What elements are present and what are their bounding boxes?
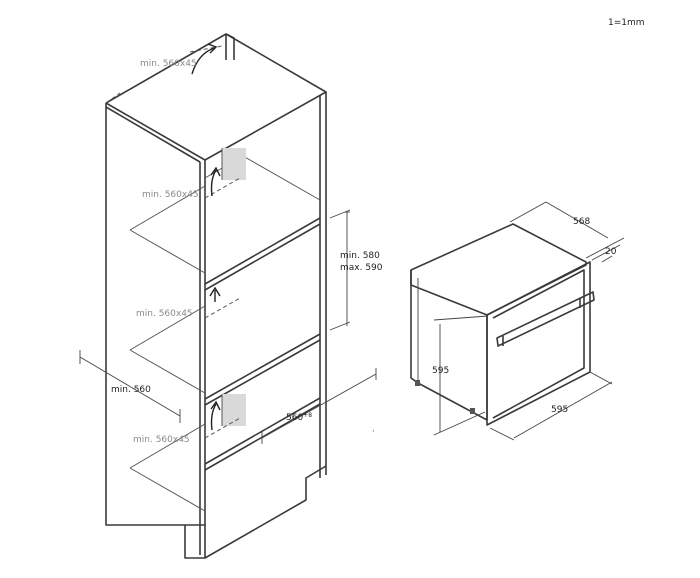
oven-height-dimension xyxy=(433,315,489,436)
vent-opening-lower xyxy=(222,394,246,426)
built-in-oven xyxy=(410,223,595,426)
airflow-arrow-top xyxy=(191,47,215,75)
niche-depth-label: min. 560 xyxy=(111,385,151,395)
airflow-arrow-lower xyxy=(210,403,217,431)
niche-height-dimension xyxy=(329,209,351,331)
niche-width-label: 560+8 xyxy=(286,412,312,423)
scale-note: 1=1mm xyxy=(608,18,645,28)
shelf-upper-front xyxy=(204,223,321,291)
vent-label-middle: min. 560x45 xyxy=(136,309,193,319)
vent-label-bottom: min. 560x45 xyxy=(133,435,190,445)
door-thickness-label: 20 xyxy=(605,247,617,257)
tall-cabinet xyxy=(105,33,327,559)
niche-depth-dimension xyxy=(79,350,181,423)
vent-label-upper: min. 560x45 xyxy=(142,190,199,200)
niche-height-min: min. 580 xyxy=(340,251,380,261)
oven-foot xyxy=(415,380,420,386)
oven-depth-dimension xyxy=(509,201,625,259)
niche-width-dimension xyxy=(261,368,377,444)
niche-height-max: max. 590 xyxy=(340,263,383,273)
door-thickness-dimension xyxy=(591,244,621,263)
cabinet-top-panel xyxy=(105,33,327,161)
vent-label-top: min. 560x45 xyxy=(140,59,197,69)
cabinet-left-panel xyxy=(105,102,206,559)
airflow-arrow-upper xyxy=(210,169,217,197)
oven-handle xyxy=(496,291,595,347)
dim-mark: , xyxy=(372,424,375,434)
oven-depth-label: 568 xyxy=(573,217,590,227)
vent-opening-upper xyxy=(222,148,246,180)
shelf-lower-front xyxy=(204,403,321,471)
oven-width-label: 595 xyxy=(551,405,568,415)
oven-height-label: 595 xyxy=(432,366,449,376)
oven-foot xyxy=(470,408,475,414)
oven-width-dimension xyxy=(489,371,613,441)
